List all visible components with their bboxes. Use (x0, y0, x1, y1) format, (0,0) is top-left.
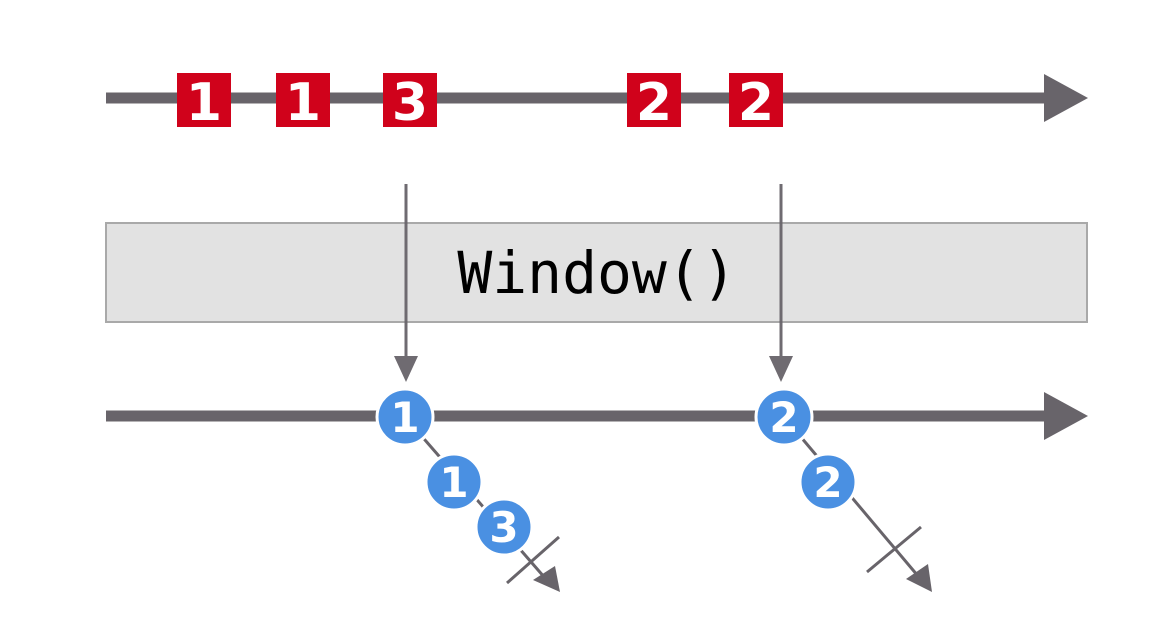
input-item-label: 1 (285, 73, 321, 133)
window-1-line (782, 416, 932, 592)
window-1-item-1: 2 (798, 452, 858, 512)
window-0-completion-mark (506, 535, 560, 585)
input-item-4: 2 (729, 73, 783, 133)
input-item-label: 1 (186, 73, 222, 133)
input-item-2: 3 (383, 73, 437, 133)
output-timeline-arrowhead (1044, 392, 1088, 440)
window-item-label: 2 (769, 393, 798, 442)
window-open-arrow-0 (394, 184, 418, 382)
operator-box: Window() (105, 222, 1088, 323)
window-0-item-2: 3 (474, 497, 534, 557)
input-item-3: 2 (627, 73, 681, 133)
window-item-label: 1 (439, 458, 468, 507)
input-item-0: 1 (177, 73, 231, 133)
input-item-label: 2 (636, 73, 672, 133)
input-item-label: 2 (738, 73, 774, 133)
window-0-item-0: 1 (375, 387, 435, 447)
window-item-label: 2 (813, 458, 842, 507)
input-item-1: 1 (276, 73, 330, 133)
input-timeline-arrowhead (1044, 74, 1088, 122)
window-item-label: 1 (390, 393, 419, 442)
window-1-item-0: 2 (754, 387, 814, 447)
input-timeline (106, 74, 1088, 122)
window-0-line (403, 416, 560, 592)
window-open-arrow-1 (769, 184, 793, 382)
window-item-label: 3 (489, 503, 518, 552)
input-item-label: 3 (392, 73, 428, 133)
output-timeline (106, 392, 1088, 440)
window-0-item-1: 1 (424, 452, 484, 512)
window-1-completion-mark (866, 525, 922, 574)
operator-label: Window() (457, 239, 736, 307)
